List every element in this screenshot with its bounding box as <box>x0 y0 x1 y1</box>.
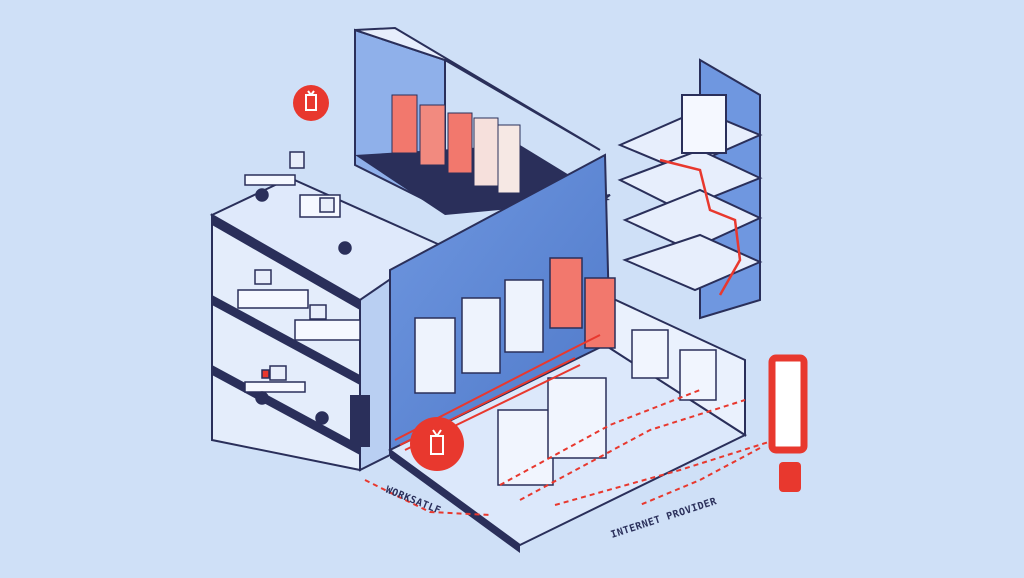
alert-badge-icon <box>410 417 464 471</box>
floor-server-racks <box>497 377 607 486</box>
office-floor-mid-edge <box>212 295 360 385</box>
office-floor-top-edge <box>212 215 360 310</box>
central-datacenter <box>388 153 776 553</box>
alert-badge-icon <box>293 85 329 121</box>
workstation-connector <box>364 479 491 516</box>
office-tower <box>209 151 443 472</box>
workstation-desks-top <box>244 151 352 255</box>
red-server-racks <box>391 94 521 194</box>
monitor-screen <box>681 94 727 154</box>
office-server-cabinet <box>350 395 370 447</box>
tower-cable <box>659 158 742 296</box>
internet-provider-label: INTERNET PROVIDER <box>610 496 719 541</box>
right-equipment-tower <box>617 58 763 320</box>
workstation-desks-mid <box>237 269 361 341</box>
provider-connector <box>639 447 761 506</box>
printers <box>631 329 717 401</box>
wall-server-racks <box>414 257 616 394</box>
workstation-desks-low <box>244 365 329 425</box>
exclamation-icon <box>768 354 808 492</box>
